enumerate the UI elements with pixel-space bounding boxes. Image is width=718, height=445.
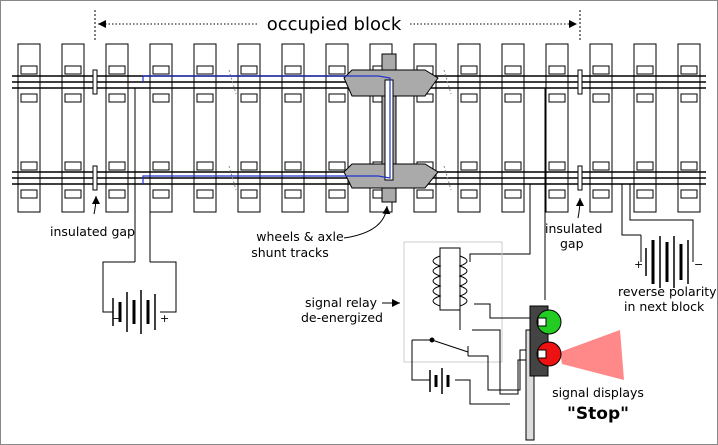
tie-plate — [636, 189, 654, 199]
occupied-block-extent — [94, 10, 581, 42]
tie-plate — [20, 189, 38, 199]
tie-plate — [504, 189, 522, 199]
tie-plate — [460, 189, 478, 199]
battery-right-minus: − — [694, 258, 703, 271]
battery-left — [112, 290, 156, 334]
tie-plate — [460, 65, 478, 75]
shunt-current-path — [142, 75, 391, 184]
signal-light-beam — [560, 330, 624, 380]
tie-plate — [196, 189, 214, 199]
annotation-arrows — [91, 195, 584, 307]
reverse-polarity-label-1: reverse polarity — [618, 284, 717, 299]
wheels-label-line1: wheels & axle — [256, 229, 344, 244]
tie-plate — [152, 65, 170, 75]
tie-plate — [460, 161, 478, 171]
tie-plate — [240, 65, 258, 75]
wheels-label-line2: shunt tracks — [251, 245, 328, 260]
tie-plate — [64, 189, 82, 199]
relay-label-line2: de-energized — [301, 310, 383, 325]
tie-plate — [460, 93, 478, 103]
tie-plate — [548, 161, 566, 171]
tie-plate — [196, 93, 214, 103]
battery-right — [645, 236, 689, 288]
tie-plate — [328, 189, 346, 199]
tie-plate — [416, 189, 434, 199]
tie-plate — [108, 189, 126, 199]
tie-plate — [196, 65, 214, 75]
tie-plate — [636, 93, 654, 103]
tie-plate — [592, 189, 610, 199]
tie-plate — [64, 93, 82, 103]
tie-plate — [20, 161, 38, 171]
signal-green-lamp — [536, 309, 562, 335]
tie-plate — [108, 161, 126, 171]
tie-plate — [328, 93, 346, 103]
tie-plate — [64, 161, 82, 171]
tie-plate — [680, 93, 698, 103]
tie-plate — [152, 189, 170, 199]
tie-plate — [284, 65, 302, 75]
reverse-polarity-label-2: in next block — [624, 299, 705, 314]
tie-plate — [152, 93, 170, 103]
tie-plate — [504, 65, 522, 75]
tie-plate — [592, 161, 610, 171]
tie-plate — [548, 189, 566, 199]
tie-plate — [680, 161, 698, 171]
insulated-gap-left-label: insulated gap — [50, 224, 135, 239]
tie-plate — [592, 93, 610, 103]
tie-plate — [504, 93, 522, 103]
tie-plate — [152, 161, 170, 171]
rail-break-marks — [228, 69, 452, 191]
insulated-gap-right-label-1: insulated — [545, 221, 603, 236]
tie-plate — [328, 161, 346, 171]
tie-plate — [240, 189, 258, 199]
tie-plate — [64, 65, 82, 75]
battery-left-minus: − — [112, 312, 121, 325]
relay-label-line1: signal relay — [305, 295, 378, 310]
tie-plate — [108, 65, 126, 75]
battery-right-plus: + — [634, 258, 643, 271]
signal-red-lamp — [536, 341, 562, 367]
insulated-gaps — [92, 69, 583, 191]
tie-plate — [680, 65, 698, 75]
tie-plate — [680, 189, 698, 199]
signal-label-line1: signal displays — [552, 385, 644, 400]
tie-plate — [592, 65, 610, 75]
tie-plate — [196, 161, 214, 171]
tie-plate — [240, 161, 258, 171]
tie-plate — [504, 161, 522, 171]
battery-bottom — [429, 368, 450, 394]
occupied-block-title: occupied block — [267, 14, 402, 35]
tie-plate — [20, 65, 38, 75]
tie-plate — [636, 65, 654, 75]
relay-housing — [403, 241, 503, 363]
signal-stop-label: "Stop" — [567, 404, 629, 424]
tie-plate — [20, 93, 38, 103]
tie-plate — [108, 93, 126, 103]
tie-plate — [240, 93, 258, 103]
tie-plate — [284, 93, 302, 103]
tie-plate — [284, 189, 302, 199]
tie-plate — [328, 65, 346, 75]
signal — [525, 305, 624, 441]
tie-plate — [548, 93, 566, 103]
relay-coil — [432, 247, 545, 319]
tie-plate — [284, 161, 302, 171]
battery-left-plus: + — [160, 312, 169, 325]
tie-plate — [548, 65, 566, 75]
relay-contacts — [411, 310, 536, 405]
railroad-ties — [17, 43, 701, 213]
tie-plate — [636, 161, 654, 171]
insulated-gap-right-label-2: gap — [560, 236, 584, 251]
